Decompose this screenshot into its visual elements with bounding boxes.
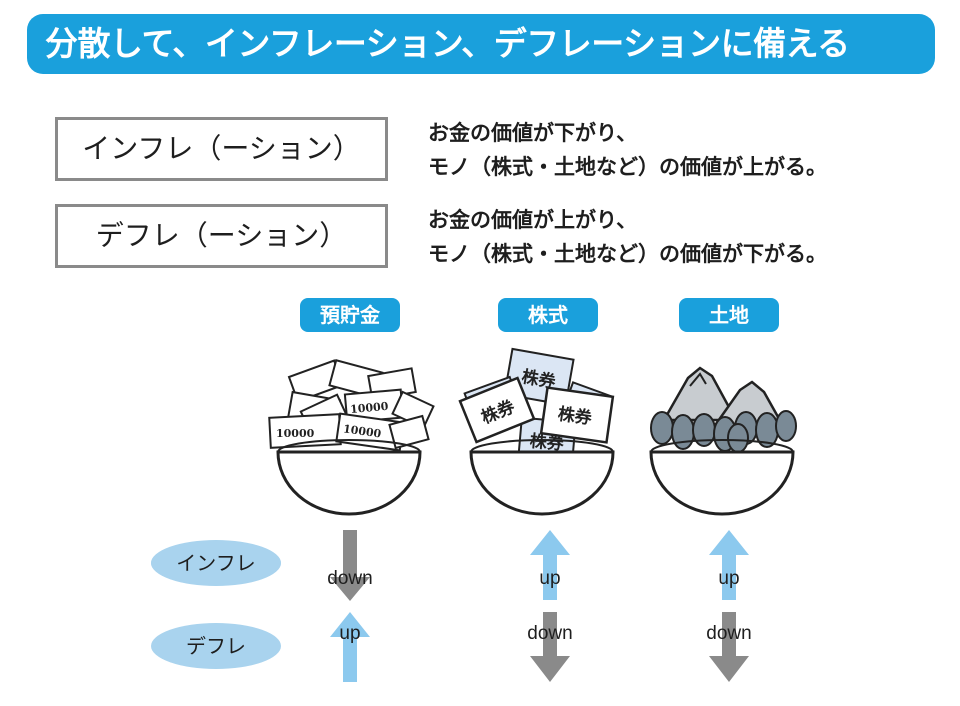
savings-inflation-down-arrow <box>330 530 370 601</box>
certificate-text: 株券 <box>557 403 595 429</box>
land-inflation-up-arrow <box>709 530 749 600</box>
deflation-row-ellipse <box>151 623 281 669</box>
savings-deflation-up-arrow <box>330 612 370 682</box>
stocks-label: 株式 <box>498 298 598 332</box>
inflation-description-line2: モノ（株式・土地など）の価値が上がる。 <box>428 155 827 179</box>
bill-text: 10000 <box>276 427 315 440</box>
land-deflation-down-arrow <box>709 612 749 682</box>
deflation-row-label: デフレ <box>186 634 246 658</box>
land-inflation-label: up <box>718 568 740 589</box>
stocks-deflation-label: down <box>527 623 573 644</box>
bill-text: 10000 <box>342 422 382 440</box>
inflation-row-label: インフレ <box>151 541 281 585</box>
savings-deflation-label: up <box>339 623 361 644</box>
stock-certificates-in-bowl-icon: 株券 株券 株券 株券 <box>458 347 615 516</box>
title-banner: 分散して、インフレーション、デフレーションに備える <box>27 14 935 74</box>
inflation-term-box: インフレ（ーション） <box>55 117 388 181</box>
deflation-term-box: デフレ（ーション） <box>55 204 388 268</box>
deflation-description-line1: お金の価値が上がり、 <box>428 208 638 232</box>
inflation-description: お金の価値が下がり、 モノ（株式・土地など）の価値が上がる。 <box>428 116 827 184</box>
mountains-trees-in-bowl-icon <box>649 366 797 516</box>
inflation-description-line1: お金の価値が下がり、 <box>428 121 638 145</box>
deflation-description-line2: モノ（株式・土地など）の価値が下がる。 <box>428 242 827 266</box>
bill-text: 10000 <box>350 400 390 416</box>
stocks-inflation-label: up <box>539 568 561 589</box>
deflation-description: お金の価値が上がり、 モノ（株式・土地など）の価値が下がる。 <box>428 203 827 271</box>
stocks-deflation-down-arrow <box>530 612 570 682</box>
land-deflation-label: down <box>706 623 752 644</box>
stocks-inflation-up-arrow <box>530 530 570 600</box>
savings-inflation-label: down <box>327 568 373 589</box>
savings-label: 預貯金 <box>300 298 400 332</box>
certificate-text: 株券 <box>529 431 566 455</box>
land-label: 土地 <box>679 298 779 332</box>
banknotes-in-bowl-icon: 10000 10000 10000 <box>268 359 435 516</box>
